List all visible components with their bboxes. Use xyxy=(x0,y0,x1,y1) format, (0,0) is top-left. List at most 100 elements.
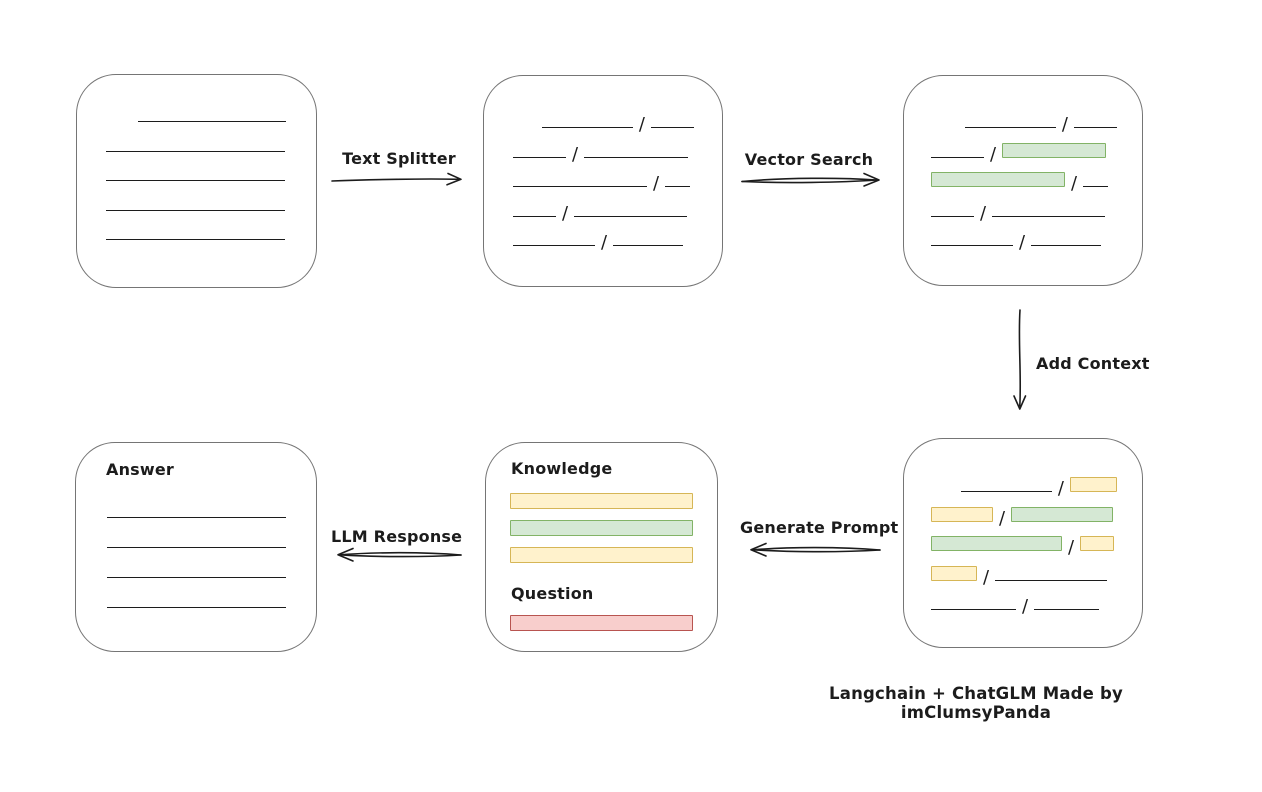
text-line xyxy=(106,209,285,211)
slash-separator: / xyxy=(572,143,579,165)
text-line xyxy=(106,239,285,240)
slash-separator: / xyxy=(1019,232,1026,253)
text-row: / xyxy=(931,563,1117,588)
yellow-highlight-bar xyxy=(1070,477,1117,492)
slash-separator: / xyxy=(1057,478,1064,499)
text-row: / xyxy=(513,140,694,165)
text-line xyxy=(1034,609,1100,610)
matched-text-lines: / / / / / xyxy=(931,110,1117,253)
text-row: / xyxy=(931,199,1117,224)
text-line xyxy=(584,156,689,158)
generate-prompt-label: Generate Prompt xyxy=(740,518,899,537)
text-line xyxy=(138,121,286,122)
text-line xyxy=(107,577,286,578)
text-line xyxy=(541,127,633,128)
node-split-text: / / / / / xyxy=(483,75,723,287)
split-text-lines: / / / / / xyxy=(513,110,694,253)
text-line xyxy=(613,245,684,246)
slash-separator: / xyxy=(601,232,608,253)
slash-separator: / xyxy=(983,566,990,588)
text-line xyxy=(931,245,1013,246)
text-row xyxy=(106,222,286,240)
text-line xyxy=(106,150,285,152)
yellow-highlight-bar xyxy=(1080,536,1115,551)
text-row: / xyxy=(931,474,1117,499)
llm-response-label: LLM Response xyxy=(331,527,463,546)
text-line xyxy=(995,579,1108,581)
llm-response-arrow-icon xyxy=(337,547,462,562)
text-line xyxy=(107,607,286,608)
add-context-label: Add Context xyxy=(1036,354,1150,373)
text-line xyxy=(513,186,647,187)
slash-separator: / xyxy=(1071,173,1078,194)
text-row: / xyxy=(931,533,1117,558)
text-row: / xyxy=(931,228,1117,253)
text-row xyxy=(107,590,286,608)
text-row xyxy=(106,134,286,152)
text-line xyxy=(992,215,1106,217)
text-row: / xyxy=(931,592,1117,617)
text-row: / xyxy=(931,169,1117,194)
slash-separator: / xyxy=(1068,537,1075,558)
text-row xyxy=(107,530,286,548)
yellow-highlight-bar xyxy=(931,565,977,581)
text-line xyxy=(513,156,566,158)
text-line xyxy=(931,609,1016,610)
context-text-lines: / / / / / xyxy=(931,474,1117,617)
text-splitter-arrow-icon xyxy=(331,172,462,186)
question-bars xyxy=(510,615,693,631)
text-line xyxy=(931,156,984,158)
green-highlight-bar xyxy=(931,536,1062,551)
text-row: / xyxy=(931,110,1117,135)
slash-separator: / xyxy=(653,173,660,194)
text-row: / xyxy=(513,199,694,224)
slash-separator: / xyxy=(638,114,645,135)
slash-separator: / xyxy=(990,143,997,165)
vector-search-label: Vector Search xyxy=(744,150,874,169)
answer-label: Answer xyxy=(106,460,175,479)
text-line xyxy=(107,517,286,518)
green-highlight-bar xyxy=(931,172,1065,187)
text-line xyxy=(665,186,691,187)
yellow-bar xyxy=(510,547,693,563)
knowledge-bars xyxy=(510,493,693,563)
text-line xyxy=(513,245,595,246)
slash-separator: / xyxy=(1061,114,1068,135)
slash-separator: / xyxy=(562,202,569,224)
red-bar xyxy=(510,615,693,631)
green-bar xyxy=(510,520,693,536)
question-label: Question xyxy=(511,584,594,603)
text-line xyxy=(574,215,688,217)
text-line xyxy=(1074,127,1117,128)
text-row xyxy=(107,500,286,518)
text-row xyxy=(107,560,286,578)
add-context-arrow-icon xyxy=(1013,309,1027,410)
slash-separator: / xyxy=(999,507,1006,529)
text-row: / xyxy=(931,140,1117,165)
vector-search-arrow-icon xyxy=(741,172,880,187)
text-line xyxy=(1031,245,1102,246)
source-document-lines xyxy=(106,104,286,240)
slash-separator: / xyxy=(980,202,987,224)
node-source-document xyxy=(76,74,317,288)
node-matched-text: / / / / / xyxy=(903,75,1143,286)
text-line xyxy=(107,547,286,548)
generate-prompt-arrow-icon xyxy=(750,542,881,557)
green-highlight-bar xyxy=(1011,506,1114,522)
text-row: / xyxy=(513,110,694,135)
text-line xyxy=(1083,186,1109,187)
yellow-highlight-bar xyxy=(931,506,993,522)
footer-credit: Langchain + ChatGLM Made by imClumsyPand… xyxy=(829,684,1123,722)
text-line xyxy=(960,491,1052,492)
text-splitter-label: Text Splitter xyxy=(342,149,456,168)
answer-lines xyxy=(107,500,286,608)
text-line xyxy=(931,215,974,217)
slash-separator: / xyxy=(1022,596,1029,617)
text-row xyxy=(106,104,286,122)
text-row: / xyxy=(513,228,694,253)
text-line xyxy=(651,127,694,128)
text-row: / xyxy=(931,504,1117,529)
text-line xyxy=(106,180,285,181)
text-line xyxy=(964,127,1056,128)
